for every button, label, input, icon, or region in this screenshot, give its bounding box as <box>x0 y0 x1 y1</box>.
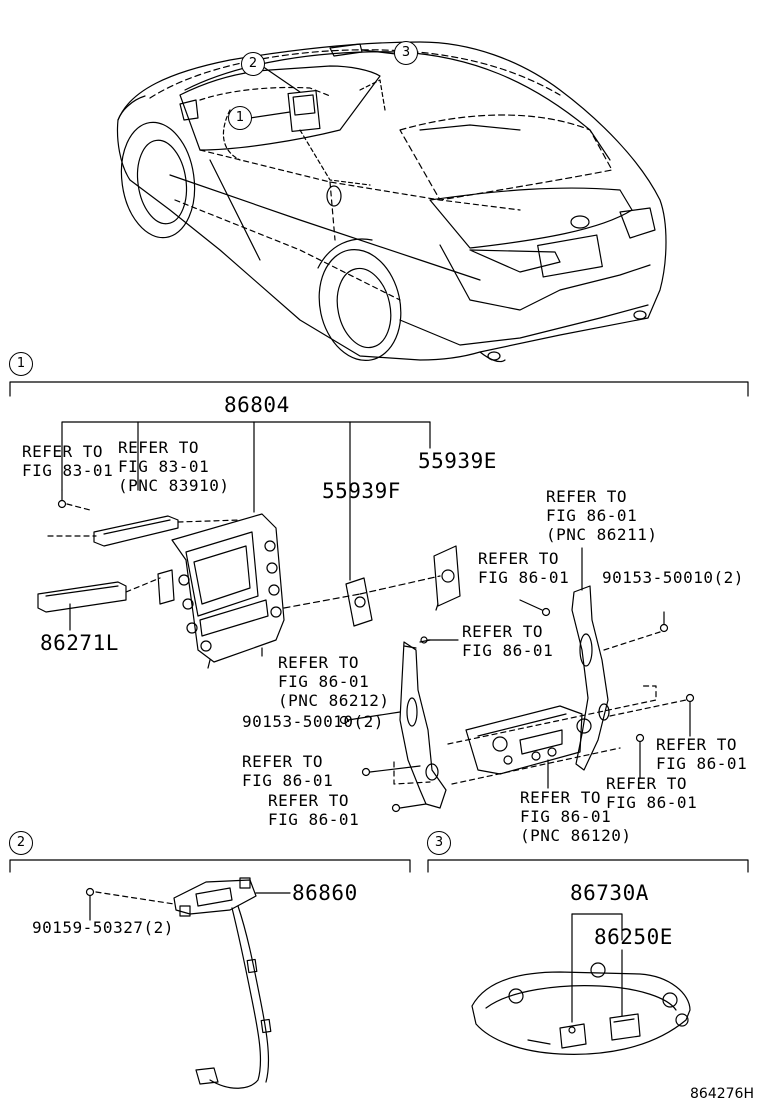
section-marker-2: 2 <box>9 831 33 855</box>
part-label-86250E: 86250E <box>594 925 673 949</box>
part-label-55939E: 55939E <box>418 449 497 473</box>
bolt-label-90159: 90159-50327(2) <box>32 918 174 937</box>
part-label-86730A: 86730A <box>570 881 649 905</box>
bolt-label-90153-left: 90153-50010(2) <box>242 712 384 731</box>
section-marker-3: 3 <box>427 831 451 855</box>
figure-id: 864276H <box>690 1086 754 1102</box>
section1-illustration <box>37 421 695 813</box>
refer-label-pnc-86120: REFER TO FIG 86-01 (PNC 86120) <box>520 788 632 845</box>
section2-illustration <box>85 877 291 1089</box>
part-label-86271L: 86271L <box>40 631 119 655</box>
refer-label-fig-86-01-e: REFER TO FIG 86-01 <box>656 735 748 773</box>
refer-label-pnc-86212: REFER TO FIG 86-01 (PNC 86212) <box>278 653 390 710</box>
part-label-86804: 86804 <box>224 393 290 417</box>
car-callout-3: 3 <box>394 41 418 65</box>
refer-label-pnc-86211: REFER TO FIG 86-01 (PNC 86211) <box>546 487 658 544</box>
section-marker-1: 1 <box>9 352 33 376</box>
refer-label-fig-86-01-b: REFER TO FIG 86-01 <box>462 622 554 660</box>
car-overview-illustration <box>116 41 667 363</box>
refer-label-fig-86-01-c: REFER TO FIG 86-01 <box>242 752 334 790</box>
part-label-55939F: 55939F <box>322 479 401 503</box>
refer-label-fig-86-01-a: REFER TO FIG 86-01 <box>478 549 570 587</box>
car-callout-2: 2 <box>241 52 265 76</box>
section3-illustration <box>471 913 691 1055</box>
refer-label-fig-86-01-d: REFER TO FIG 86-01 <box>268 791 360 829</box>
section-frames <box>9 381 749 873</box>
refer-label-fig-86-01-f: REFER TO FIG 86-01 <box>606 774 698 812</box>
bolt-label-90153-right: 90153-50010(2) <box>602 568 744 587</box>
part-label-86860: 86860 <box>292 881 358 905</box>
refer-label-pnc-83910: REFER TO FIG 83-01 (PNC 83910) <box>118 438 230 495</box>
refer-label-fig-83-01: REFER TO FIG 83-01 <box>22 442 114 480</box>
car-callout-1: 1 <box>228 106 252 130</box>
